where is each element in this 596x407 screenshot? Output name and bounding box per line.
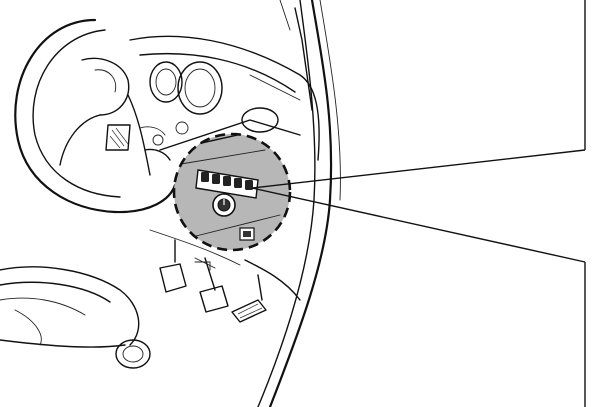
- switch-button-1: [201, 172, 209, 182]
- switch-button-3: [223, 176, 231, 186]
- steering-wheel: [15, 20, 175, 212]
- callout-leaders: [252, 0, 585, 407]
- driver-seat: [0, 267, 150, 368]
- callout-line-upper: [252, 150, 585, 188]
- switch-button-5: [245, 180, 253, 190]
- callout-line-lower: [252, 188, 585, 262]
- switch-button-4: [234, 178, 242, 188]
- switch-button-2: [212, 174, 220, 184]
